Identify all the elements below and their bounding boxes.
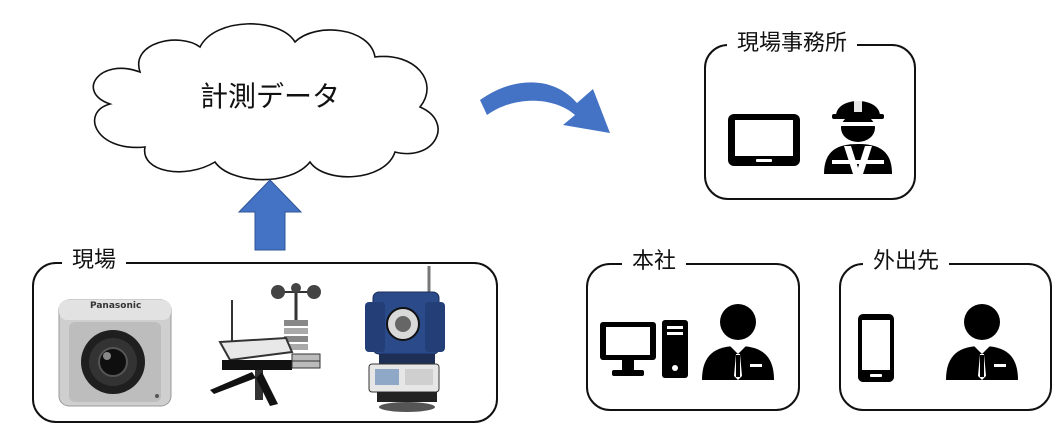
- tablet-icon: [726, 112, 802, 168]
- smartphone-icon: [856, 312, 896, 384]
- site-label: 現場: [62, 248, 127, 274]
- headquarters-label: 本社: [622, 249, 687, 275]
- desktop-computer-icon: [598, 318, 694, 380]
- site-office-label: 現場事務所: [727, 31, 858, 57]
- weather-station-icon: [200, 280, 340, 410]
- measurement-data-cloud: 計測データ: [70, 12, 460, 187]
- cloud-label: 計測データ: [199, 80, 340, 113]
- businessman-icon-remote: [944, 302, 1020, 382]
- upload-arrow: [235, 178, 305, 253]
- businessman-icon-headquarters: [700, 302, 776, 382]
- cloud-shape: [92, 23, 439, 181]
- total-station-icon: [355, 262, 455, 417]
- network-camera-icon: Panasonic: [55, 296, 175, 411]
- transfer-arrow: [475, 75, 615, 145]
- construction-worker-icon: [818, 88, 898, 178]
- remote-location-label: 外出先: [863, 249, 950, 275]
- camera-brand-label: Panasonic: [90, 301, 142, 311]
